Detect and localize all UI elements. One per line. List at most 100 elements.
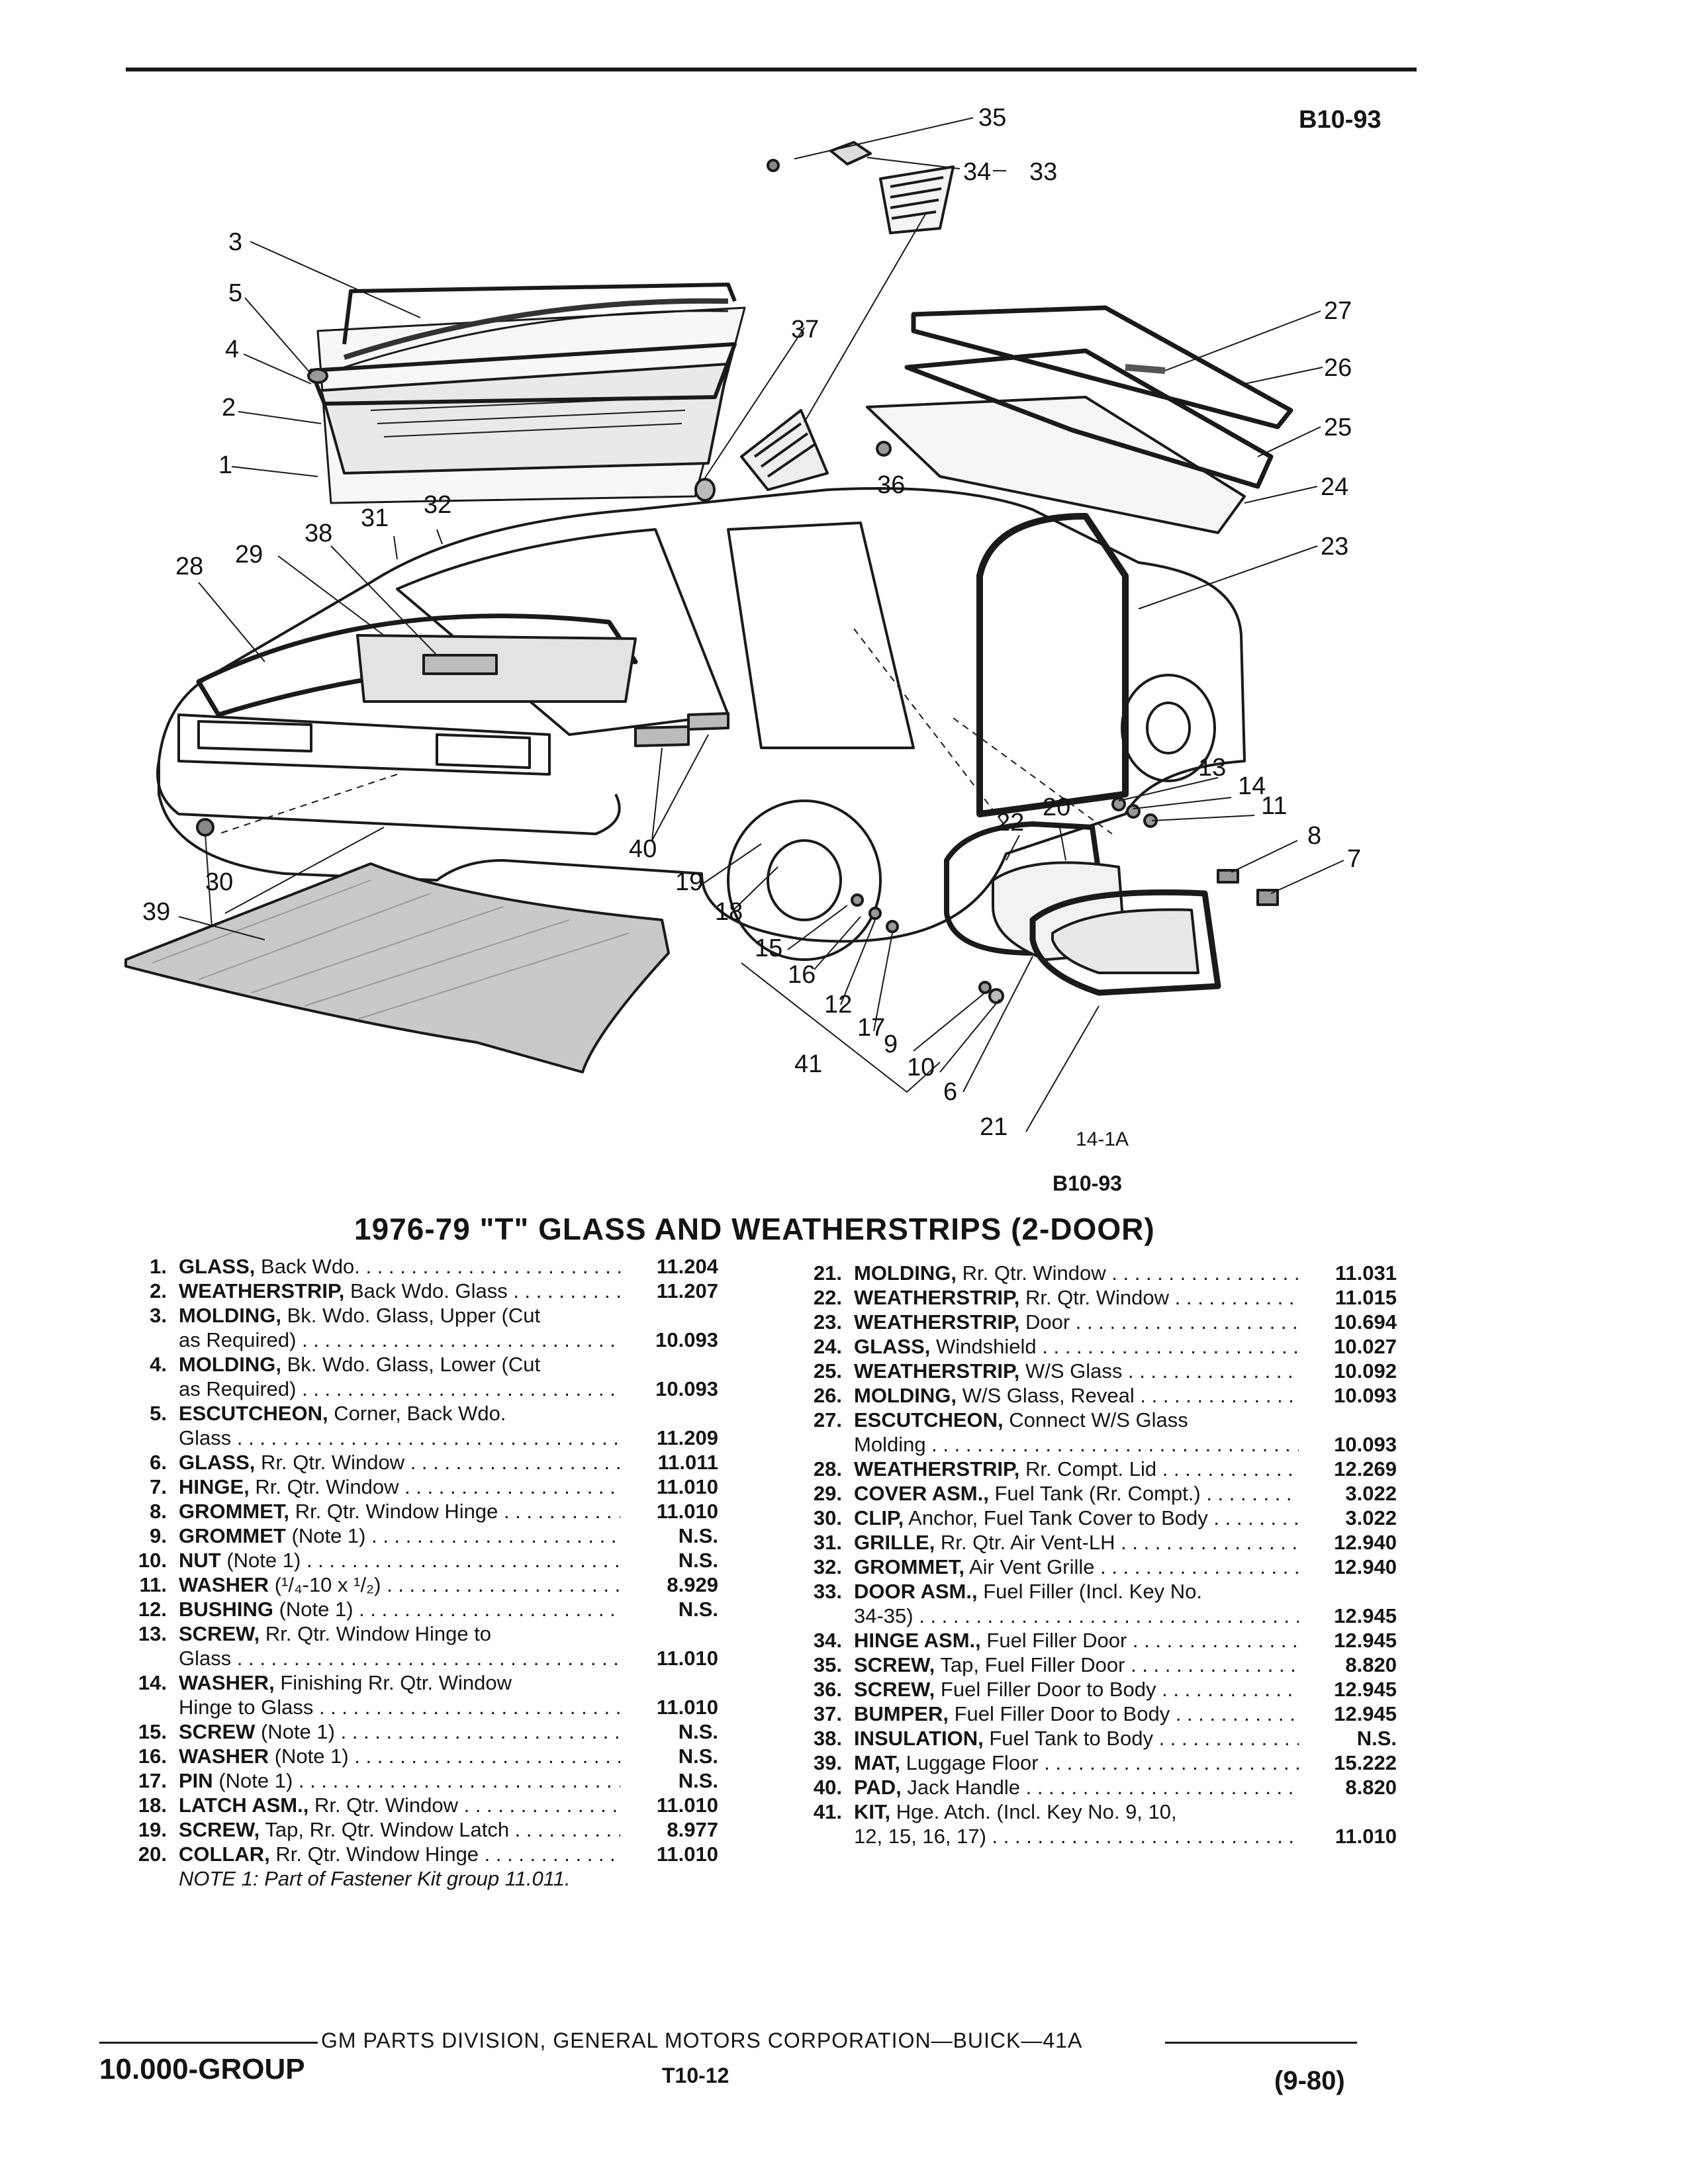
- parts-list-item: 10.NUT (Note 1)N.S.: [106, 1548, 718, 1572]
- callout-15: 15: [755, 934, 782, 962]
- item-description: (Note 1): [226, 1549, 301, 1572]
- item-group-number: 11.010: [656, 1843, 718, 1866]
- item-description: Finishing Rr. Qtr. Window: [280, 1671, 512, 1694]
- callout-17: 17: [857, 1014, 885, 1042]
- item-name: SCREW,: [179, 1622, 260, 1645]
- item-group-number: 10.694: [1334, 1310, 1397, 1334]
- callout-5: 5: [228, 279, 242, 307]
- parts-list-right: 21.MOLDING, Rr. Qtr. Window11.03122.WEAT…: [781, 1261, 1397, 1848]
- footer-rule-right: [1165, 2042, 1357, 2044]
- item-name: SCREW,: [854, 1653, 935, 1676]
- parts-list-item: 4.MOLDING, Bk. Wdo. Glass, Lower (Cut: [106, 1352, 718, 1377]
- parts-list-item: 32.GROMMET, Air Vent Grille12.940: [781, 1555, 1397, 1579]
- callout-11: 11: [1261, 792, 1287, 820]
- item-description: Back Wdo.: [261, 1255, 360, 1278]
- item-number: 37.: [813, 1702, 842, 1725]
- item-group-number: 10.093: [655, 1377, 718, 1400]
- item-description: (Note 1): [274, 1745, 349, 1768]
- item-group-number: 10.027: [1334, 1335, 1397, 1358]
- callout-6: 6: [943, 1078, 957, 1106]
- item-name: WEATHERSTRIP,: [854, 1310, 1020, 1334]
- item-group-number: 11.015: [1335, 1286, 1397, 1309]
- item-group-number: 11.011: [657, 1451, 718, 1474]
- item-description: (¹/₄-10 x ¹/₂): [274, 1573, 381, 1596]
- callout-14: 14: [1238, 772, 1266, 800]
- item-description: Tap, Rr. Qtr. Window Latch: [265, 1818, 510, 1841]
- parts-list-item: 12.BUSHING (Note 1)N.S.: [106, 1597, 718, 1621]
- item-description: (Note 1): [261, 1720, 335, 1743]
- item-name: COVER ASM.,: [854, 1482, 989, 1505]
- item-number: 33.: [813, 1580, 842, 1603]
- item-group-number: N.S.: [1356, 1727, 1397, 1750]
- item-group-number: 11.010: [656, 1647, 718, 1670]
- item-name: PAD,: [854, 1776, 902, 1799]
- footer-date: (9-80): [1274, 2066, 1345, 2095]
- item-description: Bk. Wdo. Glass, Lower (Cut: [287, 1353, 541, 1376]
- item-group-number: 10.093: [1334, 1433, 1397, 1456]
- item-group-number: 11.010: [1335, 1825, 1397, 1848]
- item-name: GLASS,: [179, 1451, 256, 1474]
- item-description: Fuel Filler Door to Body: [940, 1678, 1156, 1701]
- item-description: Windshield: [936, 1335, 1037, 1358]
- item-group-number: 12.945: [1334, 1678, 1397, 1701]
- item-name: MOLDING,: [854, 1384, 957, 1407]
- parts-list-item-continued: Hinge to Glass11.010: [106, 1695, 718, 1719]
- item-number: 10.: [138, 1549, 167, 1572]
- callout-37: 37: [791, 316, 819, 343]
- item-name: INSULATION,: [854, 1727, 984, 1750]
- item-number: 31.: [813, 1531, 842, 1554]
- callout-1: 1: [218, 451, 232, 479]
- item-number: 35.: [813, 1653, 842, 1676]
- parts-list-item: 35.SCREW, Tap, Fuel Filler Door8.820: [781, 1653, 1397, 1677]
- item-name: NUT: [179, 1549, 221, 1572]
- item-group-number: 10.092: [1334, 1359, 1397, 1383]
- parts-list-item-continued: 34-35)12.945: [781, 1604, 1397, 1628]
- parts-list-item: 40.PAD, Jack Handle8.820: [781, 1775, 1397, 1799]
- item-description: Fuel Filler Door to Body: [954, 1702, 1170, 1725]
- item-name: DOOR ASM.,: [854, 1580, 978, 1603]
- item-description: (Note 1): [279, 1598, 353, 1621]
- callout-22: 22: [996, 809, 1024, 837]
- item-name: GROMMET,: [179, 1500, 290, 1523]
- item-group-number: 12.940: [1334, 1531, 1397, 1554]
- item-number: 17.: [138, 1769, 167, 1792]
- footer-division: GM PARTS DIVISION, GENERAL MOTORS CORPOR…: [321, 2028, 1083, 2052]
- parts-list-item: 39.MAT, Luggage Floor15.222: [781, 1751, 1397, 1775]
- item-name: PIN: [179, 1769, 213, 1792]
- callout-8: 8: [1307, 822, 1321, 850]
- item-group-number: 15.222: [1334, 1751, 1397, 1774]
- item-description: Rr. Qtr. Window: [962, 1261, 1106, 1285]
- footer-group: 10.000-GROUP: [99, 2053, 305, 2085]
- item-number: 6.: [150, 1451, 167, 1474]
- item-group-number: 10.093: [1334, 1384, 1397, 1407]
- item-name: HINGE,: [179, 1475, 250, 1498]
- callout-16: 16: [788, 961, 816, 989]
- parts-list-item: 41.KIT, Hge. Atch. (Incl. Key No. 9, 10,: [781, 1799, 1397, 1824]
- item-name: MOLDING,: [179, 1353, 281, 1376]
- parts-list-item: 3.MOLDING, Bk. Wdo. Glass, Upper (Cut: [106, 1303, 718, 1328]
- item-description: Anchor, Fuel Tank Cover to Body: [908, 1506, 1208, 1529]
- item-group-number: 8.977: [667, 1818, 718, 1841]
- item-name: HINGE ASM.,: [854, 1629, 981, 1652]
- parts-list-item: 23.WEATHERSTRIP, Door10.694: [781, 1310, 1397, 1334]
- item-number: 36.: [813, 1678, 842, 1701]
- callout-7: 7: [1347, 845, 1361, 873]
- parts-list-item: 19.SCREW, Tap, Rr. Qtr. Window Latch8.97…: [106, 1817, 718, 1842]
- item-number: 41.: [813, 1800, 842, 1823]
- top-rule: [126, 68, 1417, 71]
- parts-list-item: 11.WASHER (¹/₄-10 x ¹/₂)8.929: [106, 1572, 718, 1597]
- item-description: Rr. Qtr. Window: [1025, 1286, 1169, 1309]
- parts-list-item: 2.WEATHERSTRIP, Back Wdo. Glass11.207: [106, 1279, 718, 1303]
- parts-list-item: 29.COVER ASM., Fuel Tank (Rr. Compt.)3.0…: [781, 1481, 1397, 1506]
- item-group-number: N.S.: [678, 1598, 718, 1621]
- item-name: WEATHERSTRIP,: [854, 1286, 1020, 1309]
- diagram-callouts: 35 34 33 3 5 4 2 1 37 27 26 25 24 23 36 …: [142, 104, 1361, 1141]
- item-description: W/S Glass, Reveal: [962, 1384, 1135, 1407]
- item-group-number: N.S.: [678, 1745, 718, 1768]
- item-number: 39.: [813, 1751, 842, 1774]
- item-description: Corner, Back Wdo.: [334, 1402, 506, 1425]
- item-group-number: 3.022: [1345, 1506, 1397, 1529]
- callout-12: 12: [824, 991, 852, 1019]
- item-group-number: 11.207: [656, 1279, 718, 1302]
- callout-13: 13: [1198, 754, 1226, 782]
